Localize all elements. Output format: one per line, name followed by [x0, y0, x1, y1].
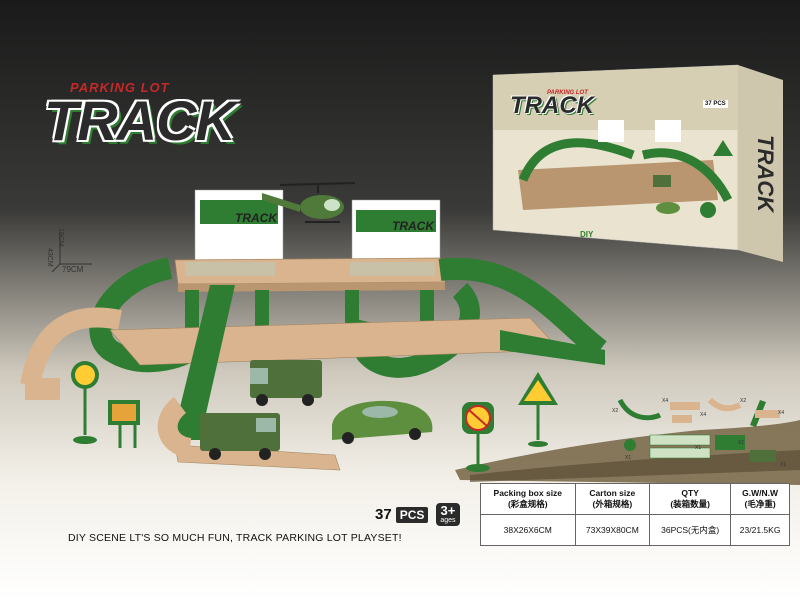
parts-count: X4	[700, 412, 707, 418]
parts-count: X2	[612, 408, 619, 414]
age-badge: 3+ ages	[436, 503, 460, 526]
pcs-label: PCS	[395, 506, 429, 523]
logo-subtitle: PARKING LOT	[70, 80, 170, 95]
parts-count: X1	[738, 440, 745, 446]
sign-round-green	[71, 361, 99, 444]
table-header-cell: Packing box size(彩盒规格)	[480, 483, 576, 515]
table-row: 38X26X6CM 73X39X80CM 36PCS(无内盒) 23/21.5K…	[480, 514, 790, 546]
parts-count: X4	[778, 410, 785, 416]
camo-car-toy	[332, 400, 433, 444]
table-header-row: Packing box size(彩盒规格) Carton size(外箱规格)…	[480, 483, 790, 515]
slogan-text: DIY SCENE LT'S SO MUCH FUN, TRACK PARKIN…	[68, 532, 402, 544]
table-header-cell: QTY(装箱数量)	[649, 483, 732, 515]
table-cell: 23/21.5KG	[730, 514, 790, 546]
sign-board	[108, 400, 140, 448]
parts-count: X4	[662, 398, 669, 404]
box-pcs-label: 37 PCS	[703, 100, 728, 108]
table-header-cell: G.W/N.W(毛净重)	[730, 483, 790, 515]
box-logo-subtitle: PARKING LOT	[547, 90, 588, 96]
table-header-cell: Carton size(外箱规格)	[574, 483, 651, 515]
parts-count: X1	[625, 455, 632, 461]
helicopter-toy	[262, 182, 356, 223]
dimension-height: 19CM	[57, 228, 64, 247]
pcs-count: 37	[375, 506, 392, 523]
box-diy-label: DIY	[580, 230, 594, 239]
dimension-icon	[51, 232, 92, 273]
dimension-width: 79CM	[62, 265, 84, 274]
age-value: 3+	[440, 503, 456, 518]
product-box-image	[492, 64, 783, 262]
table-cell: 38X26X6CM	[480, 514, 576, 546]
spec-table: Packing box size(彩盒规格) Carton size(外箱规格)…	[480, 483, 790, 546]
box-logo-title: TRACK	[510, 92, 594, 119]
sign-triangle	[518, 372, 558, 447]
box-side-title: TRACK	[753, 135, 778, 212]
table-cell: 36PCS(无内盒)	[649, 514, 732, 546]
sign-no-entry	[462, 402, 494, 472]
svg-text:TRACK: TRACK	[235, 211, 278, 225]
fire-truck-toy	[250, 360, 322, 406]
parts-diagram	[617, 397, 780, 462]
parts-count: X1	[695, 445, 702, 451]
armored-truck-toy	[200, 413, 280, 460]
logo-title: TRACK	[44, 89, 236, 152]
parts-count: X1	[780, 462, 787, 468]
table-cell: 73X39X80CM	[574, 514, 651, 546]
pcs-age-badge: 37 PCS 3+ ages	[375, 503, 460, 526]
parts-count: X2	[740, 398, 747, 404]
dimension-depth: 43CM	[46, 248, 53, 267]
svg-text:TRACK: TRACK	[392, 219, 435, 233]
age-label: ages	[440, 517, 456, 524]
